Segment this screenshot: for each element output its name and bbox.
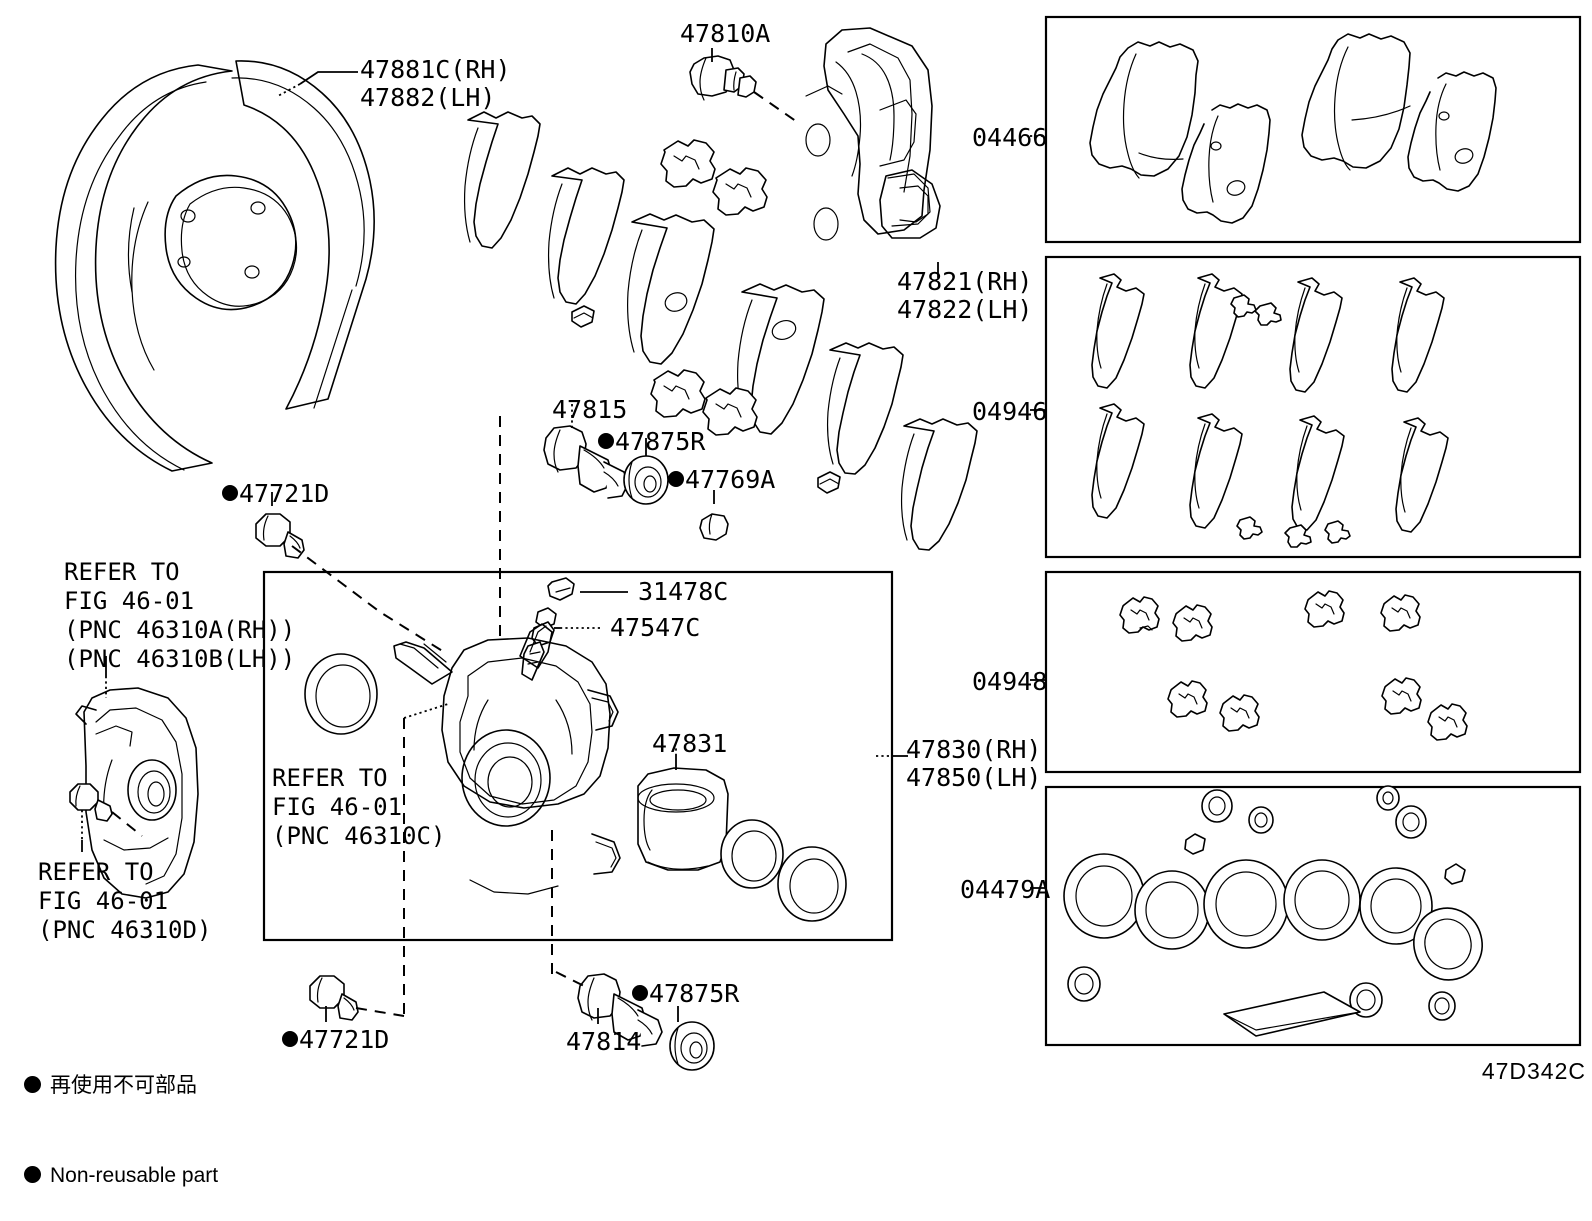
label-bolt-47769a: 47769A [668,466,775,493]
label-bleeder-cap: 31478C [638,577,729,606]
dust-cover-shield [54,60,375,472]
label-piston: 47831 [652,729,728,758]
kit-number-04466: 04466 [972,123,1048,152]
shim-kit-contents [1091,273,1449,548]
kit-number-04479A: 04479A [960,875,1051,904]
diagram-code: 47D342C [1481,1058,1586,1084]
refer-block-c-line3: (PNC 46310C) [272,822,446,850]
piston-seals [720,819,847,922]
label-bleeder-plug: 47810A [680,19,771,48]
bleeder-plug-47810a [689,48,801,125]
bolt-47721d-upper [255,492,445,653]
label-bushing-upper-text: 47875R [615,427,706,456]
refer-block-d-line3: (PNC 46310D) [38,916,212,944]
seal-kit-contents [1063,785,1483,1037]
label-dust-cover-line1: 47881C(RH) [360,55,511,84]
label-bleeder-screw: 47547C [610,613,701,642]
clip-kit-contents [1119,590,1468,741]
bleeder-cap-31478c [547,577,628,601]
non-reusable-bullet-icon [222,485,238,501]
label-bolt-47769a-text: 47769A [685,465,776,494]
refer-block-c-line1: REFER TO [272,764,388,792]
pad-kit-contents [1089,33,1497,224]
label-dust-cover-line2: 47882(LH) [360,83,496,112]
label-caliper-assy-line1: 47830(RH) [906,735,1042,764]
label-slide-pin-upper: 47815 [552,395,628,424]
refer-block-a-line1: REFER TO [64,558,180,586]
legend-japanese-text: 再使用不可部品 [50,1073,197,1097]
label-bolt-47721d-lower-text: 47721D [299,1025,390,1054]
legend-row-japanese: 再使用不可部品 [24,1070,218,1101]
refer-block-d-line1: REFER TO [38,858,154,886]
label-bolt-47721d-upper: 47721D [222,480,329,507]
non-reusable-bullet-icon [282,1031,298,1047]
label-caliper-assy: 47830(RH)47850(LH) [906,736,1041,792]
non-reusable-bullet-icon [632,985,648,1001]
caliper-assembly-box [262,570,908,942]
center-pad-cluster [463,111,978,551]
label-bushing-upper: 47875R [598,428,705,455]
parts-artwork: .s{fill:none;stroke:#000;stroke-width:1.… [54,15,1582,1071]
kit-panel-boxes [1030,15,1582,1047]
kit-number-04948: 04948 [972,667,1048,696]
non-reusable-bullet-icon [668,471,684,487]
label-bushing-lower-text: 47875R [649,979,740,1008]
bolt-47769a [699,490,729,541]
legend-row-english: Non-reusable part [24,1161,218,1191]
diagram-canvas: .s{fill:none;stroke:#000;stroke-width:1.… [24,15,1586,1187]
bushing-47875r-lower [669,1006,715,1071]
refer-block-a-line2: FIG 46-01 [64,587,195,615]
non-reusable-bullet-icon [24,1166,41,1183]
refer-block-a-line4: (PNC 46310B(LH)) [64,645,296,673]
label-bolt-47721d-lower: 47721D [282,1026,389,1053]
bolt-47721d-lower [309,975,405,1022]
legend-english-text: Non-reusable part [50,1164,219,1187]
bushing-47875r-upper [623,438,669,505]
label-bushing-lower: 47875R [632,980,739,1007]
label-dust-cover: 47881C(RH)47882(LH) [360,56,511,112]
refer-caliper-illustration [69,656,199,899]
refer-block-d-line2: FIG 46-01 [38,887,169,915]
piston-seal-ring [304,653,378,735]
non-reusable-bullet-icon [598,433,614,449]
label-mounting-bracket: 47821(RH)47822(LH) [897,268,1032,324]
caliper-body [393,412,621,1016]
non-reusable-bullet-icon [24,1076,41,1093]
label-bolt-47721d-upper-text: 47721D [239,479,330,508]
legend: 再使用不可部品 Non-reusable part [24,1010,218,1221]
label-caliper-assy-line2: 47850(LH) [906,763,1042,792]
mounting-bracket-47821 [805,27,941,278]
label-mounting-bracket-line2: 47822(LH) [897,295,1033,324]
slide-pin-47814 [555,971,663,1047]
kit-number-04946: 04946 [972,397,1048,426]
refer-block-a-line3: (PNC 46310A(RH)) [64,616,296,644]
refer-block-c-line2: FIG 46-01 [272,793,403,821]
label-mounting-bracket-line1: 47821(RH) [897,267,1033,296]
piston-47831 [637,748,729,871]
slide-pin-47815 [543,404,629,499]
label-slide-pin-lower: 47814 [566,1027,642,1056]
